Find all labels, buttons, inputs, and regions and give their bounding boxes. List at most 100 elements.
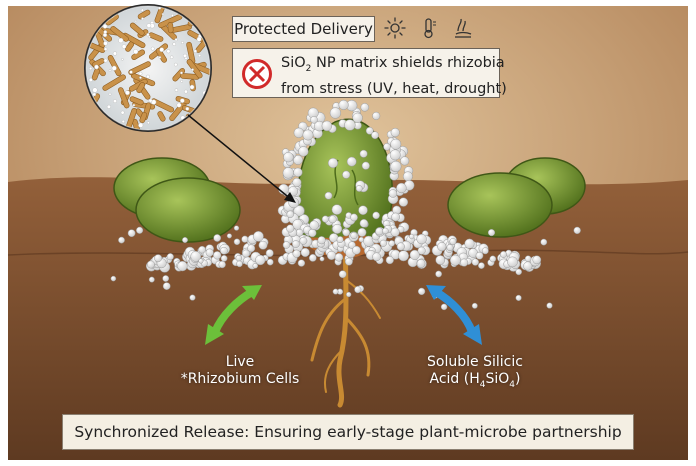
nanoparticle xyxy=(478,263,484,269)
matrix-particle xyxy=(162,13,164,15)
nanoparticle xyxy=(397,183,407,193)
matrix-particle xyxy=(113,99,116,102)
matrix-particle xyxy=(133,104,135,106)
nanoparticle xyxy=(391,139,401,149)
nanoparticle xyxy=(358,228,366,236)
nanoparticle xyxy=(182,237,187,242)
nanoparticle xyxy=(376,228,383,235)
nanoparticle xyxy=(111,276,116,281)
nanoparticle xyxy=(339,271,346,278)
nanoparticle xyxy=(399,198,408,207)
nanoparticle xyxy=(359,237,364,242)
nanoparticle xyxy=(488,229,495,236)
nanoparticle xyxy=(267,259,273,265)
matrix-particle xyxy=(148,36,150,38)
nanoparticle xyxy=(507,257,517,267)
nanoparticle xyxy=(541,239,547,245)
matrix-particle xyxy=(104,48,107,51)
nanoparticle xyxy=(397,243,405,251)
matrix-particle xyxy=(184,90,187,93)
live-label-line2: *Rhizobium Cells xyxy=(181,371,300,387)
shield-info-box: SiO2 NP matrix shields rhizobia from str… xyxy=(232,48,500,98)
nanoparticle xyxy=(352,246,360,254)
nanoparticle xyxy=(345,258,352,265)
nanoparticle xyxy=(347,157,356,166)
shield-text: SiO2 NP matrix shields rhizobia from str… xyxy=(281,53,507,99)
nanoparticle xyxy=(417,259,425,267)
nanoparticle xyxy=(418,247,426,255)
nanoparticle xyxy=(300,237,307,244)
nanoparticle xyxy=(391,161,402,172)
nanoparticle xyxy=(293,250,301,258)
nanoparticle xyxy=(213,251,221,259)
nanoparticle xyxy=(287,211,294,218)
shield-text-line2: from stress (UV, heat, drought) xyxy=(281,81,507,97)
matrix-particle xyxy=(170,56,173,59)
matrix-particle xyxy=(175,89,178,92)
nanoparticle xyxy=(234,239,240,245)
shield-text-part: SiO xyxy=(281,55,306,71)
nanoparticle xyxy=(333,289,338,294)
matrix-particle xyxy=(138,123,143,128)
matrix-particle xyxy=(89,67,92,70)
nanoparticle xyxy=(154,255,161,262)
nanoparticle xyxy=(460,259,468,267)
nanoparticle xyxy=(450,255,460,265)
nanoparticle xyxy=(339,100,349,110)
nanoparticle xyxy=(337,236,343,242)
nanoparticle xyxy=(178,261,188,271)
nanoparticle xyxy=(242,250,249,257)
nanoparticle xyxy=(482,248,488,254)
nanoparticle xyxy=(547,303,553,309)
nanoparticle xyxy=(500,251,506,257)
nanoparticle xyxy=(118,237,124,243)
matrix-particle xyxy=(139,77,141,79)
matrix-particle xyxy=(113,52,117,56)
nanoparticle xyxy=(266,249,273,256)
nanoparticle xyxy=(329,216,336,223)
nanoparticle xyxy=(372,112,380,120)
matrix-particle xyxy=(167,50,171,54)
matrix-particle xyxy=(109,70,111,72)
nanoparticle xyxy=(390,150,400,160)
nanoparticle xyxy=(409,234,414,239)
matrix-particle xyxy=(194,50,197,53)
matrix-particle xyxy=(94,65,98,69)
nanoparticle xyxy=(320,257,324,261)
nanoparticle xyxy=(362,162,370,170)
matrix-particle xyxy=(149,99,152,102)
nanoparticle xyxy=(391,228,400,237)
nanoparticle xyxy=(128,230,135,237)
nanoparticle xyxy=(355,286,362,293)
nanoparticle xyxy=(450,238,456,244)
drought-icon xyxy=(452,17,474,39)
nanoparticle xyxy=(255,255,265,265)
nanoparticle xyxy=(359,206,368,215)
matrix-particle xyxy=(130,71,133,74)
matrix-particle xyxy=(104,59,107,62)
nanoparticle xyxy=(163,275,169,281)
nanoparticle xyxy=(417,234,427,244)
matrix-particle xyxy=(151,47,154,50)
nanoparticle xyxy=(259,241,267,249)
nanoparticle xyxy=(310,221,319,230)
bacterium xyxy=(168,22,174,33)
nanoparticle xyxy=(147,261,154,268)
nanoparticle xyxy=(253,263,258,268)
nanoparticle xyxy=(525,256,531,262)
matrix-particle xyxy=(180,72,182,74)
matrix-particle xyxy=(173,43,176,46)
nanoparticle xyxy=(360,150,367,157)
matrix-particle xyxy=(141,9,144,12)
nanoparticle xyxy=(360,219,368,227)
nanoparticle xyxy=(332,205,342,215)
matrix-particle xyxy=(104,30,107,33)
matrix-particle xyxy=(121,111,124,114)
nanoparticle xyxy=(206,249,214,257)
nanoparticle xyxy=(342,171,350,179)
nanoparticle xyxy=(516,269,522,275)
nanoparticle xyxy=(345,120,356,131)
matrix-particle xyxy=(190,85,194,89)
matrix-particle xyxy=(109,93,111,95)
silicic-label-part: SiO xyxy=(485,371,509,387)
